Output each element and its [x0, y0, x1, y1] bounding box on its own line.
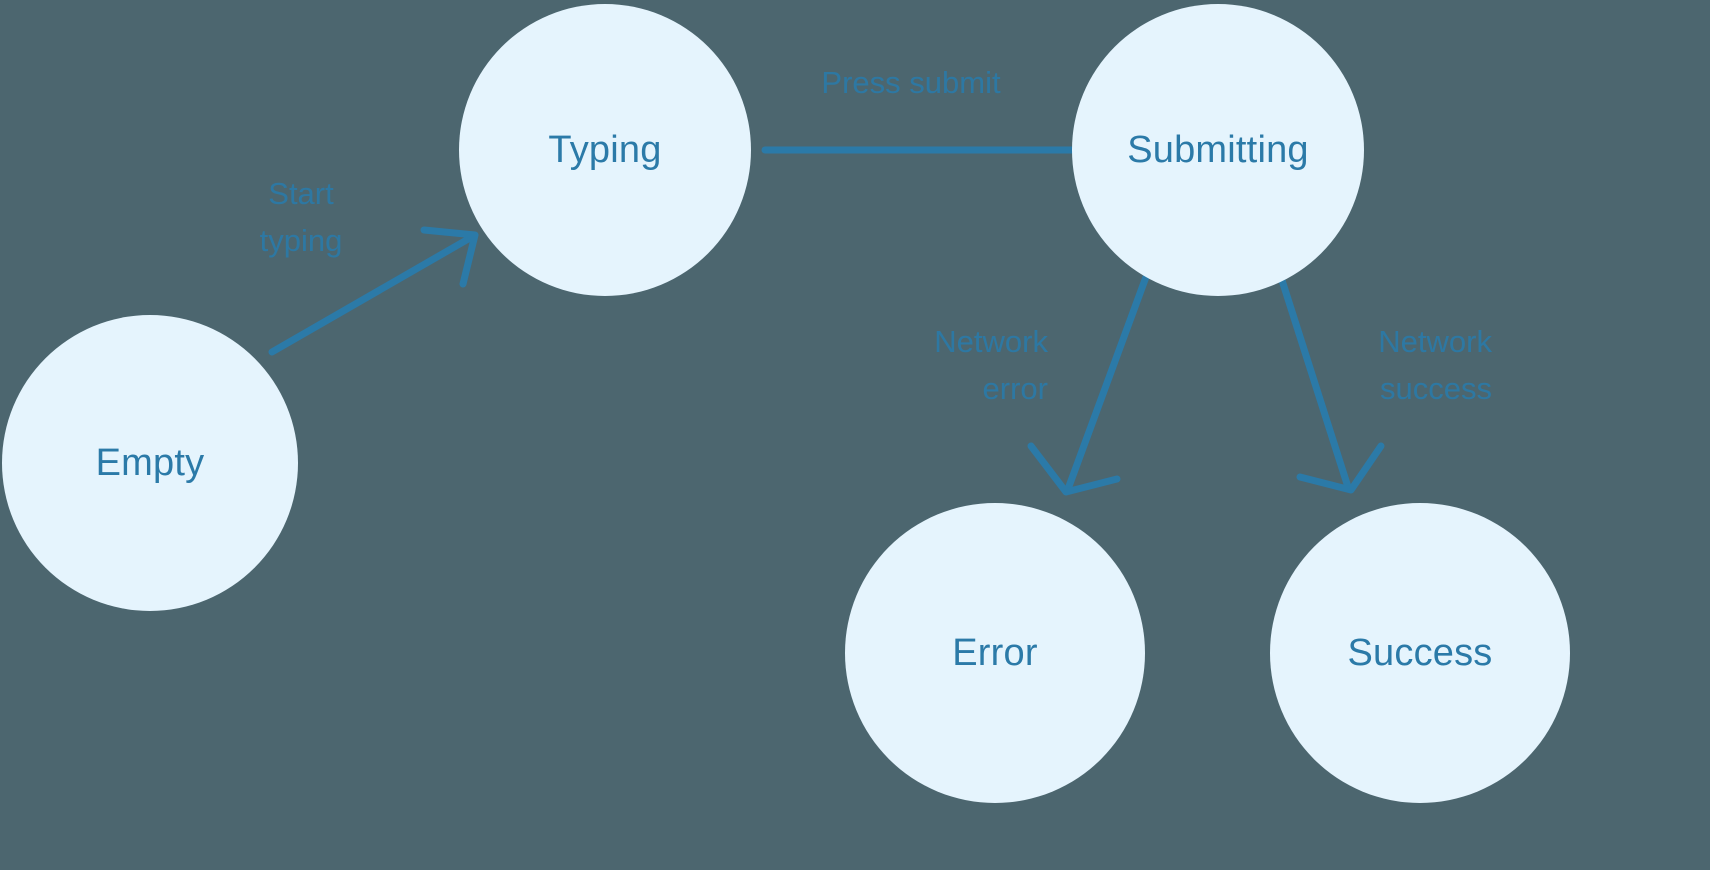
edge-empty-to-typing	[268, 226, 479, 356]
node-empty-label: Empty	[95, 442, 205, 484]
edge-submitting-to-error	[1027, 273, 1150, 496]
node-typing[interactable]: Typing	[459, 4, 751, 296]
edge-empty-to-typing-arrowhead	[420, 226, 479, 288]
edge-submitting-to-error-arrowhead	[1027, 442, 1121, 496]
edge-empty-to-typing-shaft	[268, 234, 474, 356]
node-error-label: Error	[952, 632, 1038, 674]
node-submitting-label: Submitting	[1127, 129, 1309, 171]
node-empty[interactable]: Empty	[2, 315, 298, 611]
node-success-label: Success	[1347, 632, 1493, 674]
edge-submitting-to-success-arrowhead	[1296, 442, 1385, 494]
edge-submitting-to-success-shaft	[1276, 270, 1352, 491]
node-error[interactable]: Error	[845, 503, 1145, 803]
node-typing-label: Typing	[548, 129, 662, 171]
node-success[interactable]: Success	[1270, 503, 1570, 803]
edge-submitting-to-error-shaft	[1064, 273, 1150, 493]
node-submitting[interactable]: Submitting	[1072, 4, 1364, 296]
edge-submitting-to-success	[1276, 270, 1385, 494]
